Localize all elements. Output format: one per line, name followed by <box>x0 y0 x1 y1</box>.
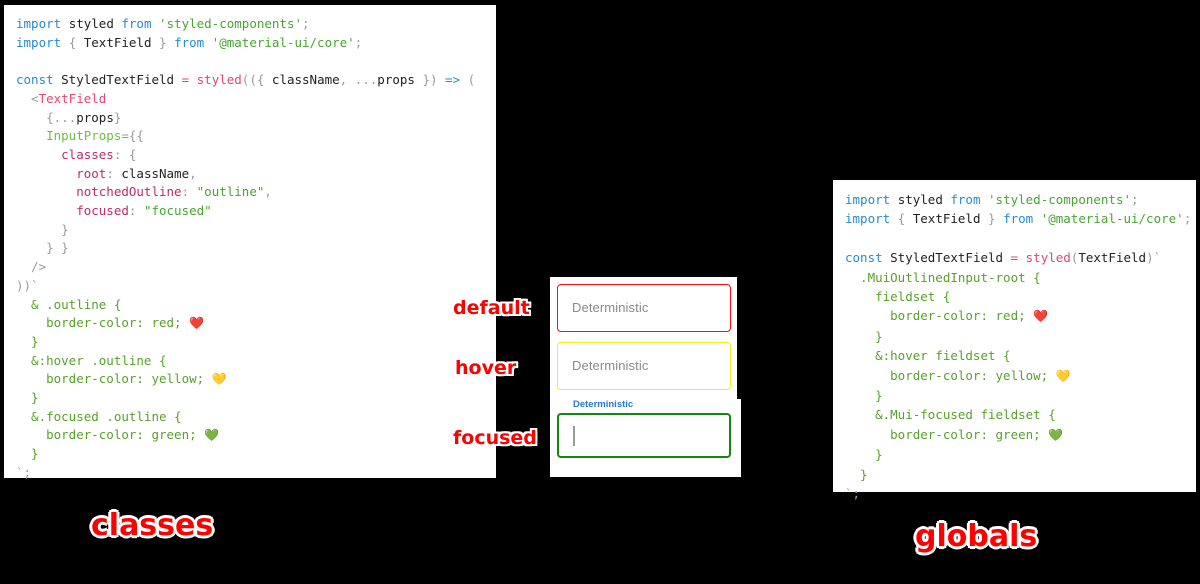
code-line: ))` <box>16 277 39 293</box>
code-line: root: className, <box>16 165 197 181</box>
caption-classes: classes <box>91 508 214 543</box>
code-line: border-color: yellow; 💛 <box>16 371 227 387</box>
code-panel-classes: import styled from 'styled-components'; i… <box>4 5 496 480</box>
code-block-globals: import styled from 'styled-components'; i… <box>845 190 1192 504</box>
code-line: InputProps={{ <box>16 128 144 144</box>
code-line: &.Mui-focused fieldset { <box>845 407 1056 423</box>
textfield-focused-notch-label: Deterministic <box>570 399 637 410</box>
code-line: } <box>845 447 883 463</box>
code-line: } <box>16 221 69 237</box>
code-line: import { TextField } from '@material-ui/… <box>845 211 1192 227</box>
code-line: border-color: red; ❤️ <box>845 308 1049 324</box>
code-line: border-color: yellow; 💛 <box>845 367 1071 383</box>
textfield-hover-label: Deterministic <box>572 358 649 373</box>
code-line: const StyledTextField = styled(TextField… <box>845 250 1162 266</box>
caption-globals: globals <box>915 519 1038 554</box>
code-panel-globals: import styled from 'styled-components'; i… <box>833 180 1196 501</box>
code-line: border-color: red; ❤️ <box>16 315 205 331</box>
code-line <box>16 52 484 71</box>
textfield-default[interactable]: Deterministic <box>557 284 731 332</box>
code-line: } <box>16 333 39 349</box>
textfield-default-label: Deterministic <box>572 300 649 315</box>
textfield-hover[interactable]: Deterministic <box>557 342 731 390</box>
code-line: } <box>16 390 39 406</box>
textfield-focused[interactable]: Deterministic <box>557 399 731 458</box>
code-line: import styled from 'styled-components'; <box>845 192 1139 207</box>
state-label-hover: hover <box>455 357 517 379</box>
code-line: import { TextField } from '@material-ui/… <box>16 34 363 50</box>
code-line: border-color: green; 💚 <box>16 427 220 443</box>
code-line: &.focused .outline { <box>16 408 182 424</box>
code-line <box>845 229 1184 248</box>
code-line: fieldset { <box>845 289 951 305</box>
demo-panel-focused: Deterministic <box>550 399 741 477</box>
code-line: import styled from 'styled-components'; <box>16 16 310 31</box>
code-line: } <box>845 466 868 482</box>
code-line: classes: { <box>16 146 137 162</box>
code-line: focused: "focused" <box>16 203 212 219</box>
state-label-focused: focused <box>453 427 537 449</box>
demo-panel-default-hover: Deterministic Deterministic <box>550 277 737 399</box>
code-line: `; <box>16 464 32 480</box>
state-label-default: default <box>453 297 530 319</box>
code-line: border-color: green; 💚 <box>845 426 1064 442</box>
code-line: `; <box>845 486 861 502</box>
code-line: /> <box>16 259 47 275</box>
text-caret <box>573 426 575 446</box>
code-line: const StyledTextField = styled(({ classN… <box>16 72 476 88</box>
code-block-classes: import styled from 'styled-components'; i… <box>16 15 484 483</box>
code-line: & .outline { <box>16 296 122 312</box>
code-line: &:hover .outline { <box>16 352 167 368</box>
code-line: } } <box>16 240 69 256</box>
code-line: } <box>16 446 39 462</box>
code-line: &:hover fieldset { <box>845 348 1011 364</box>
code-line: <TextField <box>16 90 107 106</box>
code-line: {...props} <box>16 109 122 125</box>
code-line: } <box>845 388 883 404</box>
code-line: notchedOutline: "outline", <box>16 184 272 200</box>
code-line: } <box>845 328 883 344</box>
code-line: .MuiOutlinedInput-root { <box>845 269 1041 285</box>
